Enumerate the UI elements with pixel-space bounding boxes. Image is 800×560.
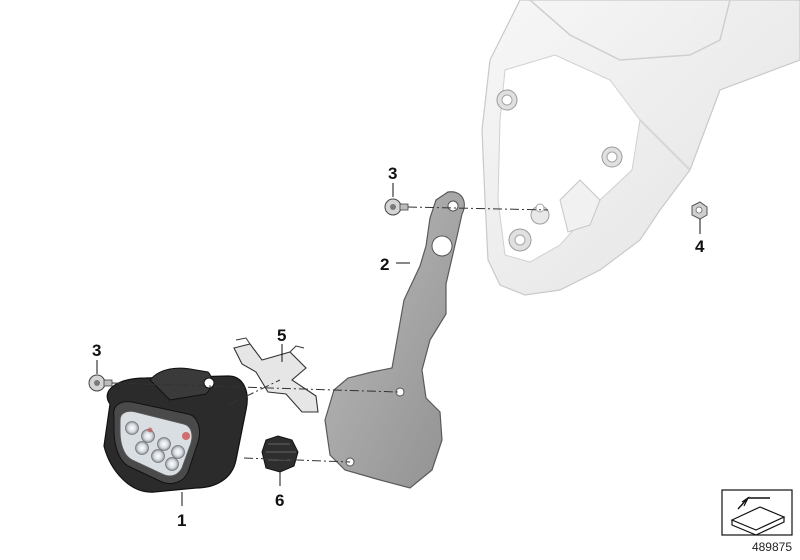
rubber-grommet xyxy=(261,435,299,473)
screw-upper xyxy=(384,198,409,216)
led-auxiliary-light xyxy=(103,367,248,493)
screw-lower xyxy=(88,374,113,392)
leader-lines xyxy=(96,183,701,506)
callout-part-3-upper: 3 xyxy=(388,164,397,183)
callout-part-2: 2 xyxy=(380,255,389,274)
led-cluster xyxy=(125,421,190,471)
frame-carrier xyxy=(481,0,800,296)
callout-part-3-lower: 3 xyxy=(92,341,101,360)
frame-boss-4 xyxy=(530,203,550,225)
mounting-bracket xyxy=(324,191,465,489)
frame-boss-1 xyxy=(496,89,518,111)
arrow-plate-icon xyxy=(721,489,793,536)
assembly-lines xyxy=(111,206,549,463)
callout-part-6: 6 xyxy=(275,491,284,510)
callout-part-5: 5 xyxy=(277,326,286,345)
frame-boss-2 xyxy=(601,146,623,168)
callouts: 3 2 3 5 4 6 1 xyxy=(92,164,705,530)
spring-clip xyxy=(233,337,319,413)
reference-number: 489875 xyxy=(751,540,792,554)
callout-part-4: 4 xyxy=(695,237,705,256)
frame-boss-3 xyxy=(508,228,532,252)
hex-nut xyxy=(691,201,708,220)
callout-part-1: 1 xyxy=(177,511,186,530)
